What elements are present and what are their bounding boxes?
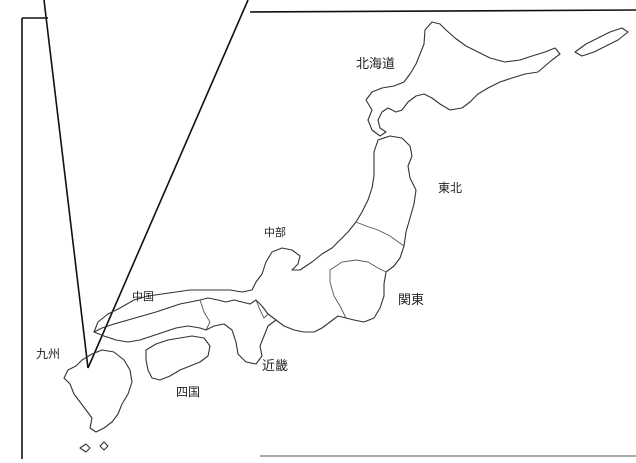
region-label-kanto: 関東 (398, 292, 424, 308)
kyushu-islands (79, 441, 109, 453)
frame-top-horizontal-right (249, 9, 636, 13)
hokkaido-outline (365, 21, 561, 137)
region-label-tohoku: 東北 (438, 181, 462, 195)
kinki-chugoku-border (199, 299, 211, 331)
pointer-line-right (87, 0, 249, 369)
region-label-chugoku: 中国 (132, 290, 154, 303)
chugoku-southern-coast (93, 325, 207, 343)
kyushu-outline (63, 349, 133, 433)
kinki-outline (205, 319, 277, 365)
region-label-hokkaido: 北海道 (356, 57, 395, 72)
region-label-kyushu: 九州 (36, 347, 60, 361)
shiretoko-islands-outline (574, 27, 629, 57)
region-label-kinki: 近畿 (262, 359, 288, 374)
chubu-kinki-border (255, 299, 269, 319)
tohoku-border (355, 221, 405, 247)
region-label-shikoku: 四国 (176, 385, 200, 399)
pointer-line-left (43, 0, 89, 369)
kanto-border (329, 259, 387, 319)
shikoku-outline (145, 335, 211, 381)
region-label-chubu: 中部 (264, 225, 286, 239)
inset-frame (21, 0, 636, 459)
